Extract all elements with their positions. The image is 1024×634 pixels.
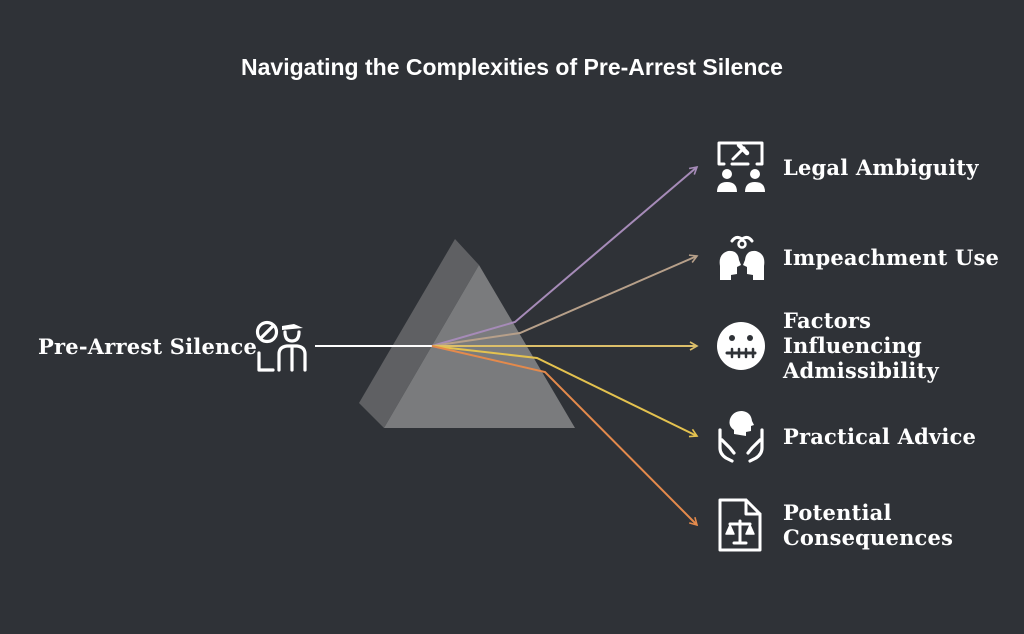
output-label-legal-ambiguity: Legal Ambiguity [783, 155, 979, 180]
consequences-scales-icon [718, 498, 762, 552]
output-label-line: Legal Ambiguity [783, 155, 979, 180]
officer-silence-icon [255, 320, 307, 372]
prism [359, 239, 575, 428]
zipped-mouth-icon [717, 322, 765, 370]
output-label-line: Influencing [783, 333, 922, 358]
output-label-practical-advice: Practical Advice [783, 424, 976, 449]
ray-impeachment-use [431, 254, 699, 347]
output-label-impeachment-use: Impeachment Use [783, 245, 999, 270]
ray-practical-advice [431, 345, 699, 438]
output-label-line: Practical Advice [783, 424, 977, 449]
ray-legal-ambiguity [431, 165, 699, 347]
output-label-line: Factors [783, 308, 872, 333]
output-label-potential-consequences: Potential Consequences [783, 500, 953, 550]
output-label-line: Admissibility [783, 358, 939, 383]
impeachment-heads-icon [719, 235, 765, 280]
output-label-line: Impeachment Use [783, 245, 1000, 270]
diagram-title: Navigating the Complexities of Pre-Arres… [241, 54, 783, 80]
prism-side-face [359, 239, 479, 428]
legal-ambiguity-icon [717, 141, 765, 192]
output-label-line: Consequences [783, 525, 954, 550]
ray-potential-consequences [431, 345, 699, 527]
advice-hands-icon [718, 411, 764, 463]
source-label: Pre-Arrest Silence [38, 334, 258, 359]
dispersed-rays [431, 165, 699, 527]
output-label-line: Potential [783, 500, 892, 525]
output-label-factors-admissibility: Factors Influencing Admissibility [783, 308, 939, 383]
